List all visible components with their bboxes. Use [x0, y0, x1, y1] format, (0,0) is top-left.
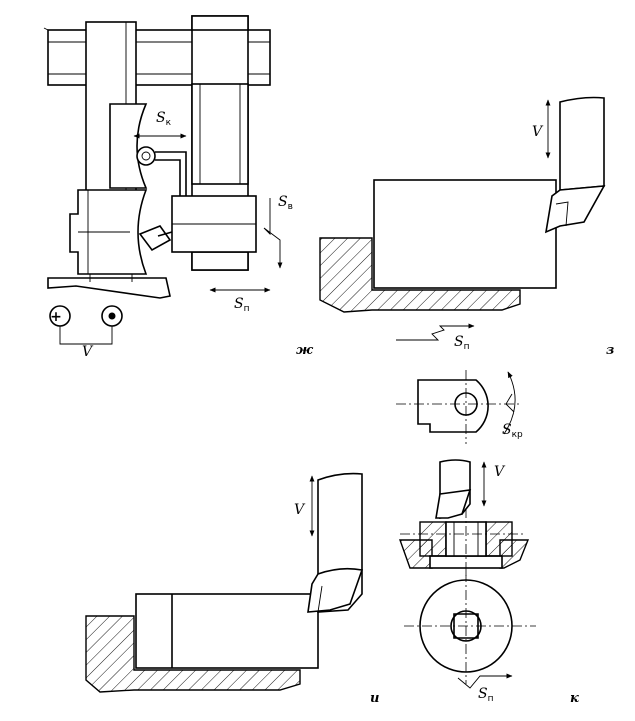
tool-insert-z: [544, 185, 606, 234]
label-sp-zh: Sп: [234, 296, 250, 314]
label-v-z: V: [532, 124, 544, 140]
disc-part: [417, 379, 489, 433]
tool-tip: [138, 225, 172, 252]
figure-i-drawing: [85, 472, 364, 693]
label-v-k: V: [494, 464, 506, 480]
figure-tag-zh: ж: [296, 343, 314, 358]
figure-tag-z: з: [606, 343, 614, 358]
figure-tag-i: и: [370, 691, 379, 706]
label-v-i: V: [294, 502, 306, 518]
base-plate: [47, 277, 171, 299]
plus-sign: +: [50, 309, 62, 325]
label-sp-z: Sп: [454, 334, 470, 352]
label-sv: Sв: [278, 194, 293, 212]
upper-electrode: [109, 103, 148, 189]
roller: [136, 146, 156, 166]
label-v-zh: V: [82, 344, 94, 360]
figure-k-drawing: [399, 459, 536, 689]
figure-tag-k: к: [570, 691, 579, 706]
tool-insert-i: [307, 567, 364, 613]
tool-insert-k: [435, 489, 472, 519]
figure-zh-drawing: [43, 15, 283, 345]
label-skr: Sкр: [502, 422, 523, 440]
label-sp-k: Sп: [478, 686, 494, 704]
workpiece-z: [373, 179, 557, 289]
label-sk: Sк: [156, 110, 172, 128]
tool-shank-z: [559, 96, 605, 191]
figure-z-drawing: [319, 96, 606, 444]
workpiece-i: [135, 593, 319, 669]
